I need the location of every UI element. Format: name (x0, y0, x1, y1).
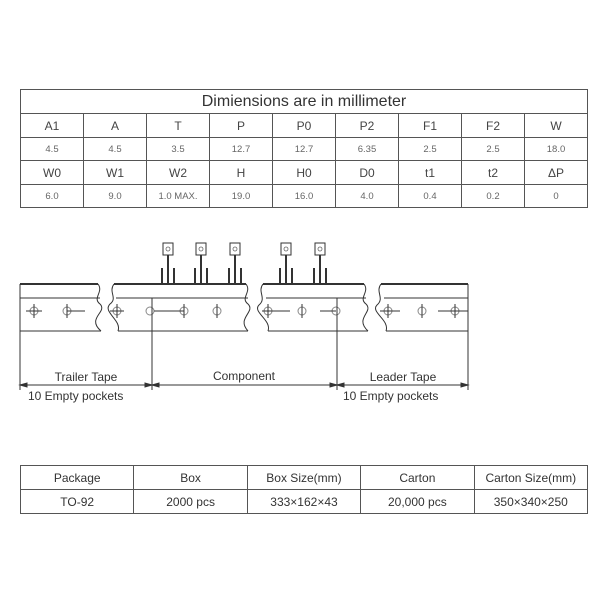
dimension-value: 0 (524, 184, 588, 208)
dimension-value: 0.2 (461, 184, 525, 208)
dimension-header: D0 (335, 160, 399, 185)
dimension-header: P0 (272, 113, 336, 138)
dimension-header: t1 (398, 160, 462, 185)
dimension-value: 18.0 (524, 137, 588, 161)
trailer-tape-label: Trailer Tape (55, 370, 118, 384)
dimension-value: 9.0 (83, 184, 147, 208)
packing-value: 20,000 pcs (360, 489, 475, 514)
packing-value: 2000 pcs (133, 489, 248, 514)
dimension-header: t2 (461, 160, 525, 185)
packing-header: Package (19, 465, 135, 490)
transistor-icon (228, 242, 242, 284)
dimension-header: H (209, 160, 273, 185)
transistor-components (161, 242, 327, 284)
dimension-header: W (524, 113, 588, 138)
dimension-header: P2 (335, 113, 399, 138)
dimension-header: A1 (20, 113, 84, 138)
transistor-icon (161, 242, 175, 284)
dimension-lines (18, 284, 470, 390)
dimension-value: 0.4 (398, 184, 462, 208)
dimension-value: 6.35 (335, 137, 399, 161)
leader-pockets-label: 10 Empty pockets (343, 389, 438, 403)
transistor-icon (279, 242, 293, 284)
packing-value: TO-92 (19, 489, 135, 514)
packing-value: 350×340×250 (473, 489, 589, 514)
dimension-value: 12.7 (209, 137, 273, 161)
dimension-value: 12.7 (272, 137, 336, 161)
dimension-value: 16.0 (272, 184, 336, 208)
packing-header: Box Size(mm) (246, 465, 362, 490)
component-label: Component (213, 369, 276, 383)
transistor-icon (313, 242, 327, 284)
dimension-value: 1.0 MAX. (146, 184, 210, 208)
packing-header: Carton Size(mm) (473, 465, 589, 490)
packing-header: Carton (360, 465, 475, 490)
dimensions-title: Dimiensions are in millimeter (20, 89, 588, 114)
packing-value: 333×162×43 (246, 489, 362, 514)
carrier-tape (20, 283, 468, 332)
dimension-value: 4.0 (335, 184, 399, 208)
dimension-value: 19.0 (209, 184, 273, 208)
dimension-header: ΔP (524, 160, 588, 185)
transistor-icon (194, 242, 208, 284)
trailer-pockets-label: 10 Empty pockets (28, 389, 123, 403)
packing-header: Box (133, 465, 248, 490)
leader-tape-label: Leader Tape (370, 370, 437, 384)
